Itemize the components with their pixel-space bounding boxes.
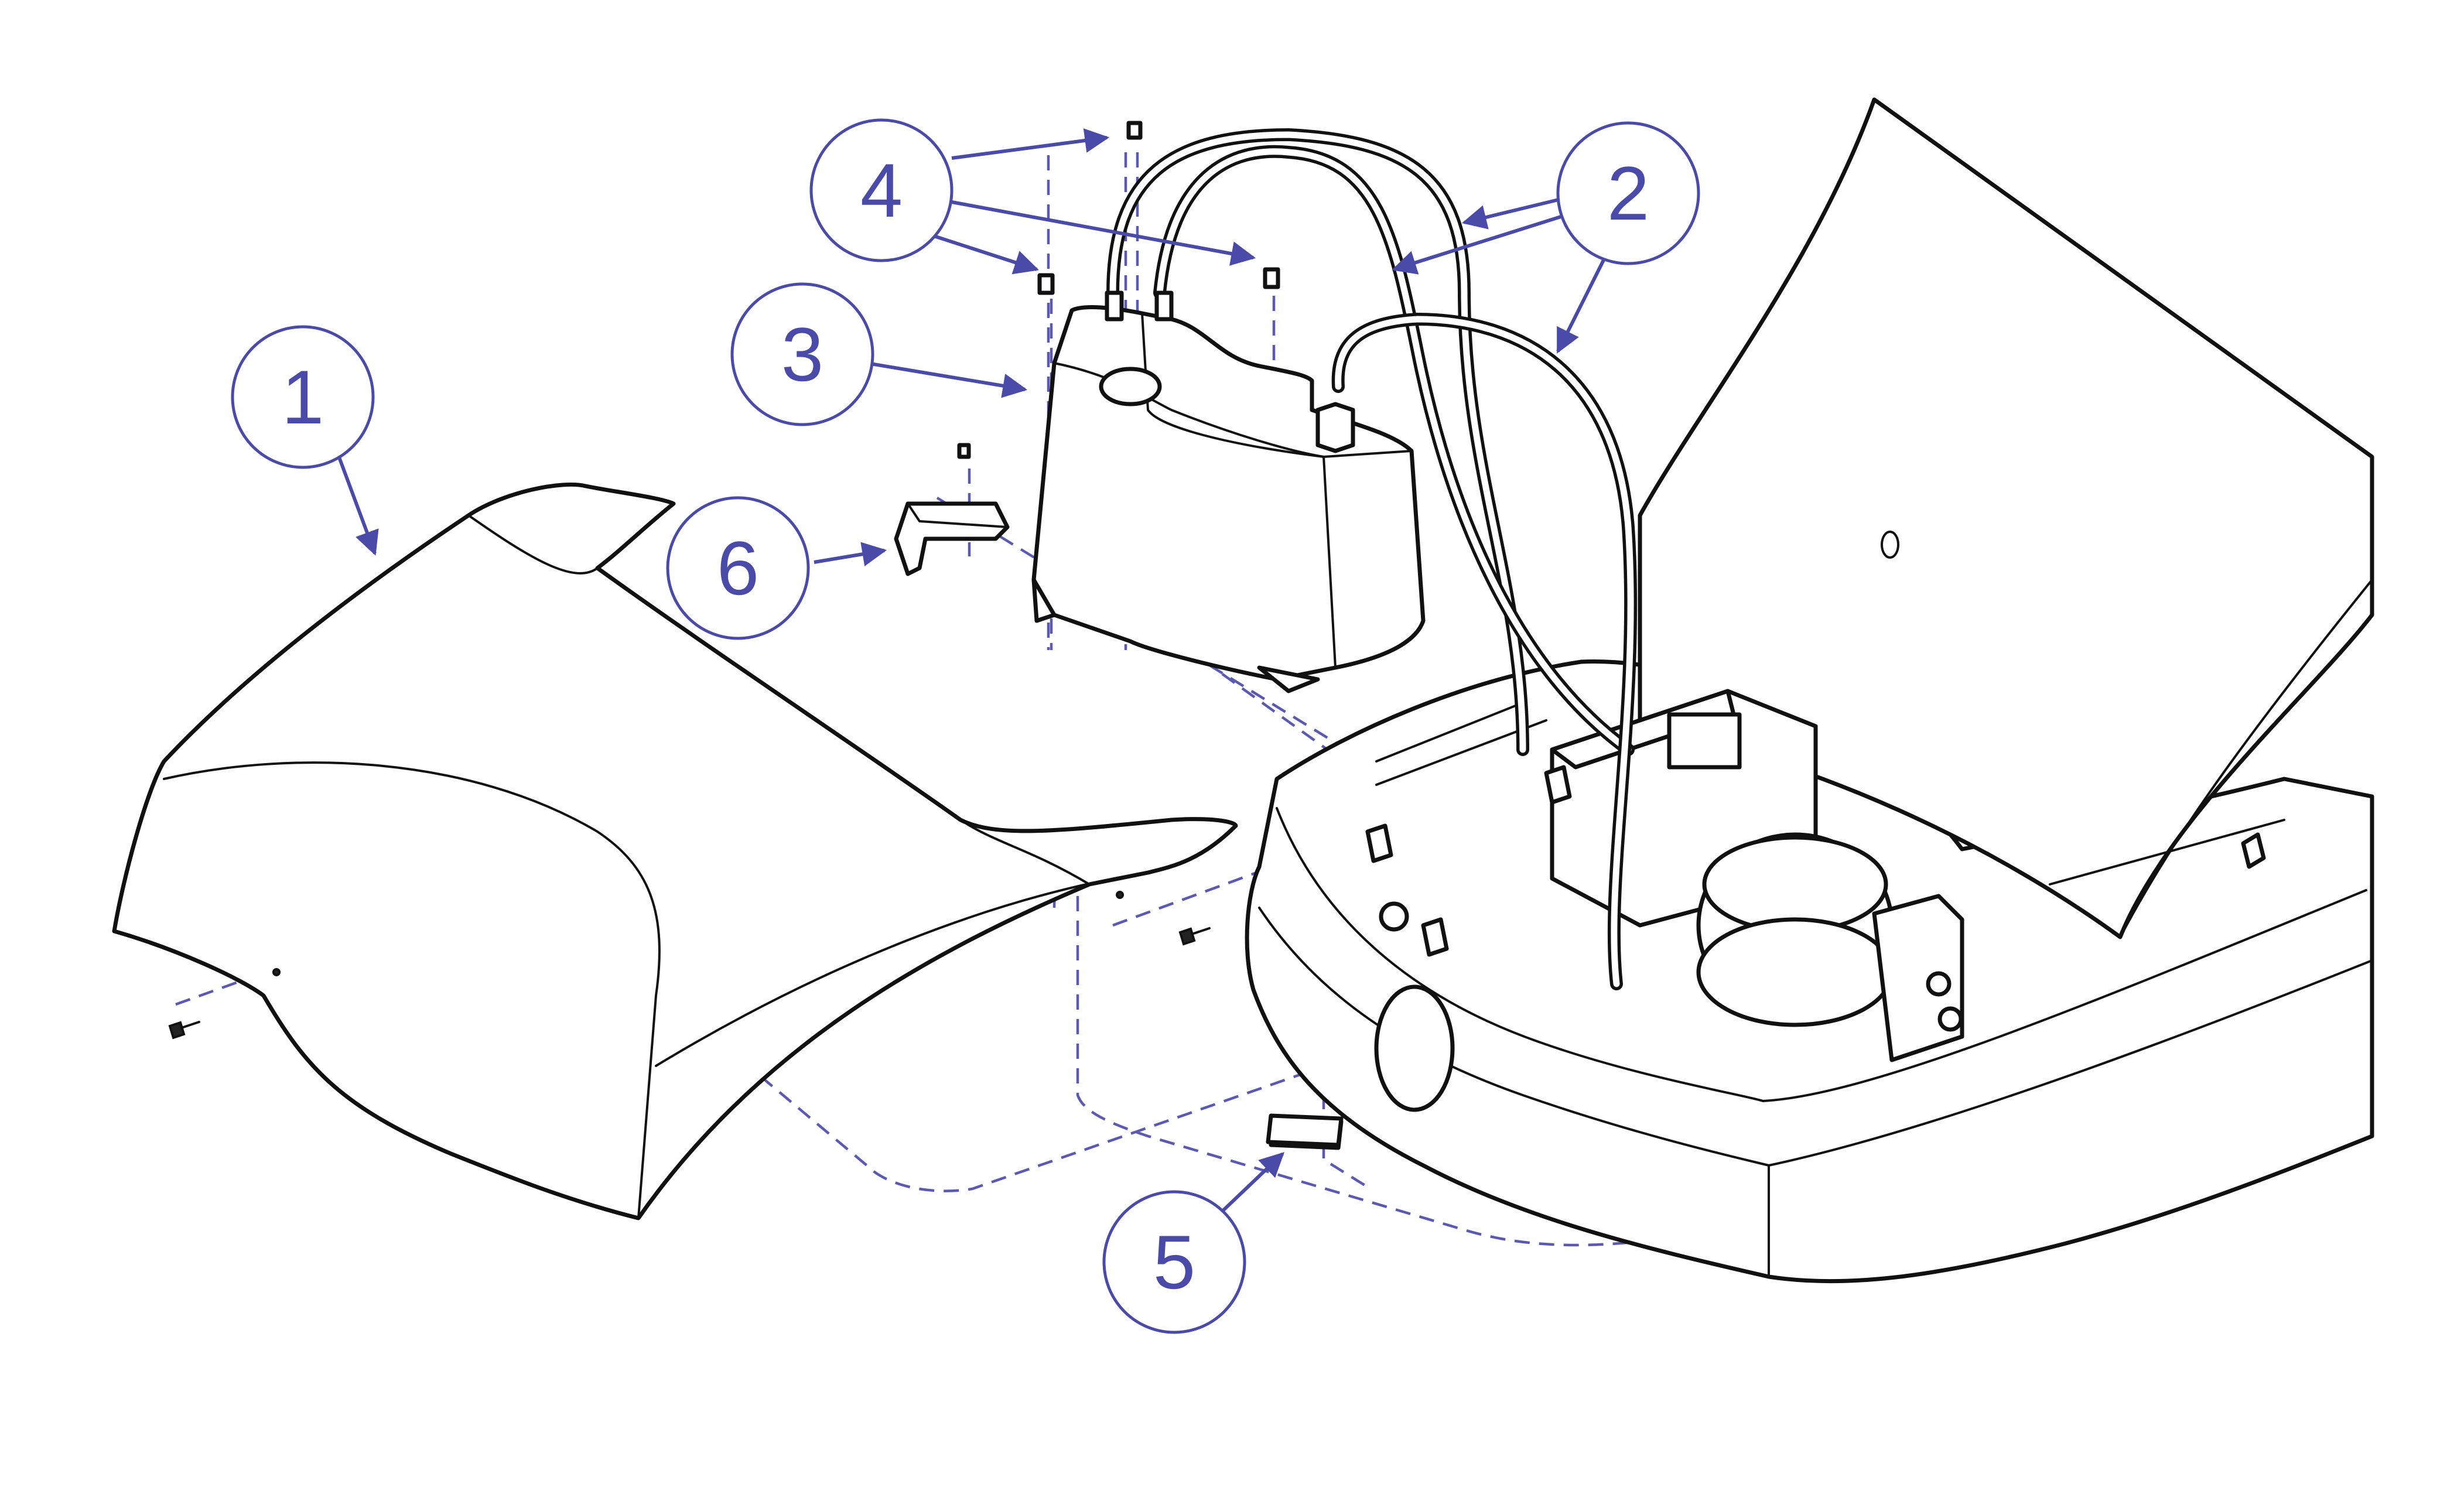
callout-2: 2 bbox=[1556, 121, 1700, 265]
callout-circle bbox=[231, 325, 375, 469]
back-panel bbox=[1638, 97, 2374, 939]
hoses-part-2 bbox=[1106, 128, 1638, 990]
callout-circle bbox=[1556, 121, 1700, 265]
callout-1: 1 bbox=[231, 325, 375, 469]
callout-circle bbox=[809, 118, 954, 262]
callout-3: 3 bbox=[730, 282, 874, 426]
pad-part-5 bbox=[1266, 1113, 1344, 1147]
callout-circle bbox=[730, 282, 874, 426]
cover-part-1 bbox=[112, 483, 1238, 1220]
callout-label: 3 bbox=[781, 312, 823, 397]
callout-6: 6 bbox=[666, 496, 810, 640]
callout-circle bbox=[1102, 1190, 1246, 1334]
callout-label: 6 bbox=[717, 525, 759, 611]
tank-part-3 bbox=[1031, 290, 1426, 693]
callout-5: 5 bbox=[1102, 1190, 1246, 1334]
bracket-part-6 bbox=[894, 501, 1010, 576]
callout-label: 4 bbox=[860, 148, 903, 233]
callout-4: 4 bbox=[809, 118, 954, 262]
screw-4c bbox=[1263, 267, 1280, 289]
screw-4b bbox=[1037, 273, 1055, 295]
callout-label: 5 bbox=[1153, 1219, 1195, 1305]
callout-label: 2 bbox=[1607, 151, 1649, 236]
screw-4a bbox=[1126, 121, 1143, 140]
leader-lines bbox=[335, 128, 1607, 1214]
screw-right bbox=[1178, 927, 1211, 946]
callout-label: 1 bbox=[282, 354, 324, 440]
screw-6 bbox=[957, 443, 971, 459]
screws-part-4 bbox=[957, 121, 1280, 459]
screw-left bbox=[168, 1021, 200, 1040]
callout-circle bbox=[666, 496, 810, 640]
